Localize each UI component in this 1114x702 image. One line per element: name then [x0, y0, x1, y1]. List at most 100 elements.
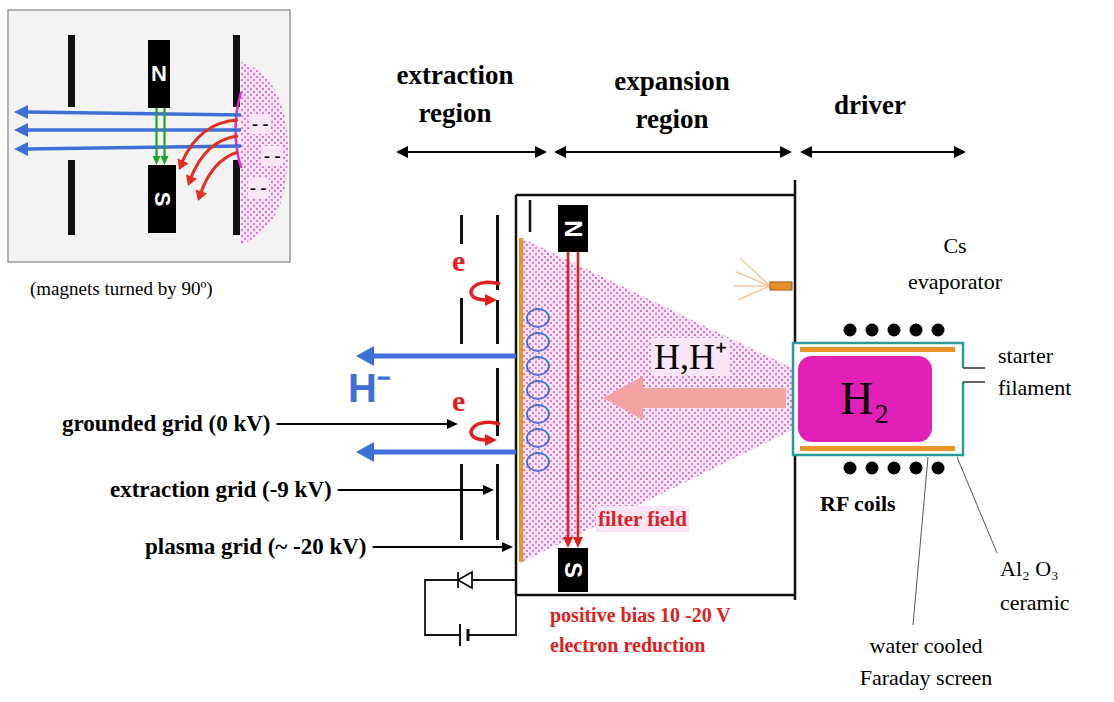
grid-segment [460, 298, 463, 344]
arrow-head [186, 175, 197, 187]
grid-segment [496, 215, 499, 290]
plasma-source: H₂ [798, 356, 932, 442]
connector [563, 252, 583, 548]
part-label: RF coils [820, 490, 896, 518]
grid-segment [460, 464, 463, 540]
coil-turn [932, 462, 945, 475]
bracket-line [810, 151, 956, 153]
vapour-ray [738, 286, 770, 300]
grid-segment [496, 464, 499, 540]
connector [153, 108, 169, 165]
wall-line [794, 180, 797, 343]
spiral-loop [527, 381, 549, 399]
ion-label: H⁻ [348, 368, 391, 408]
vapour-ray [734, 285, 770, 287]
evaporator-nozzle [770, 282, 792, 290]
grid-label: grounded grid (0 kV) [62, 410, 271, 438]
electron-spiral [527, 309, 549, 471]
electron-label: e [452, 386, 465, 416]
region-heading: expansion region [587, 62, 757, 138]
coil-turn [844, 324, 857, 337]
arrow-head [396, 146, 408, 158]
charge-sign: - - [262, 146, 283, 166]
arrow-head [196, 190, 207, 201]
ion-beam-arrow [26, 112, 241, 115]
grid [460, 215, 499, 540]
region-heading: extraction region [370, 56, 540, 132]
arrow-head [485, 294, 497, 306]
grid-label: extraction grid (-9 kV) [110, 476, 332, 504]
electron-path [190, 136, 238, 180]
arrow-head [954, 146, 966, 158]
spiral-loop [527, 405, 549, 423]
ceramic-layer [800, 446, 955, 451]
magnet-pole: N [558, 205, 588, 252]
bracket-line [564, 151, 782, 153]
pole-letter: S [561, 562, 585, 578]
flow-arrow [603, 376, 786, 420]
connector-line [567, 252, 570, 537]
driver [793, 343, 985, 455]
spiral-loop [527, 333, 549, 351]
magnet-pole: S [558, 548, 588, 592]
leader-line [957, 457, 997, 553]
part-label: Al₂ O₃ ceramic [1000, 552, 1095, 620]
grid-segment [496, 368, 499, 436]
coil-turn [932, 324, 945, 337]
wall-line [516, 594, 795, 597]
bias-note: positive bias 10 -20 V electron reductio… [550, 600, 790, 660]
arrow-head [356, 346, 374, 366]
coil-turn [888, 324, 901, 337]
arrow-head [14, 123, 28, 137]
arrow-head [356, 442, 374, 462]
plasma-cone [522, 238, 792, 562]
electron-path [200, 152, 238, 195]
magnet-pole: S [148, 165, 176, 233]
charge-sign: - - [250, 114, 271, 134]
filament-lead [963, 367, 985, 369]
faraday-screen [793, 343, 963, 455]
wall-line [515, 195, 518, 595]
leader-arrow [277, 419, 458, 429]
inset-box: (magnets turned by 90º)NS [8, 10, 290, 262]
ceramic-layer [800, 347, 955, 352]
leader-line [373, 546, 503, 548]
ion-beam-arrow [372, 450, 516, 455]
leader-arrow [373, 542, 513, 552]
arrow-head [573, 537, 583, 548]
connector-line [155, 108, 157, 156]
coil-turn [910, 324, 923, 337]
bracket-line [406, 151, 537, 153]
part-label: starter filament [998, 340, 1102, 404]
spiral-loop [527, 429, 549, 447]
edge-label: filter field [596, 506, 689, 532]
coil-turn [866, 324, 879, 337]
chamber-wall [516, 180, 795, 600]
connector-line [577, 252, 580, 537]
arrow-head [563, 537, 573, 548]
leader-arrow [338, 485, 494, 495]
pole-letter: S [151, 192, 173, 207]
arrow-head [535, 146, 547, 158]
charge-sign: - - [248, 178, 269, 198]
particle-label: H,H⁺ [652, 338, 729, 376]
caption: (magnets turned by 90º) [30, 278, 213, 300]
cs-evaporator [734, 258, 792, 300]
arrow-head [554, 146, 566, 158]
inset-frame [8, 10, 290, 262]
coil-turn [844, 462, 857, 475]
wire [425, 580, 460, 635]
filament-lead [963, 381, 985, 383]
coil-turn [888, 462, 901, 475]
vapour-ray [736, 272, 770, 286]
arrow-head [780, 146, 792, 158]
magnet-pole: N [148, 40, 170, 108]
plasma-grid [519, 238, 523, 562]
arrow-head [485, 434, 497, 446]
arrow-head [14, 142, 28, 156]
arrow-head [14, 105, 28, 119]
coil-turn [910, 462, 923, 475]
inset-illustration [8, 10, 290, 262]
arrow-head [502, 542, 513, 552]
